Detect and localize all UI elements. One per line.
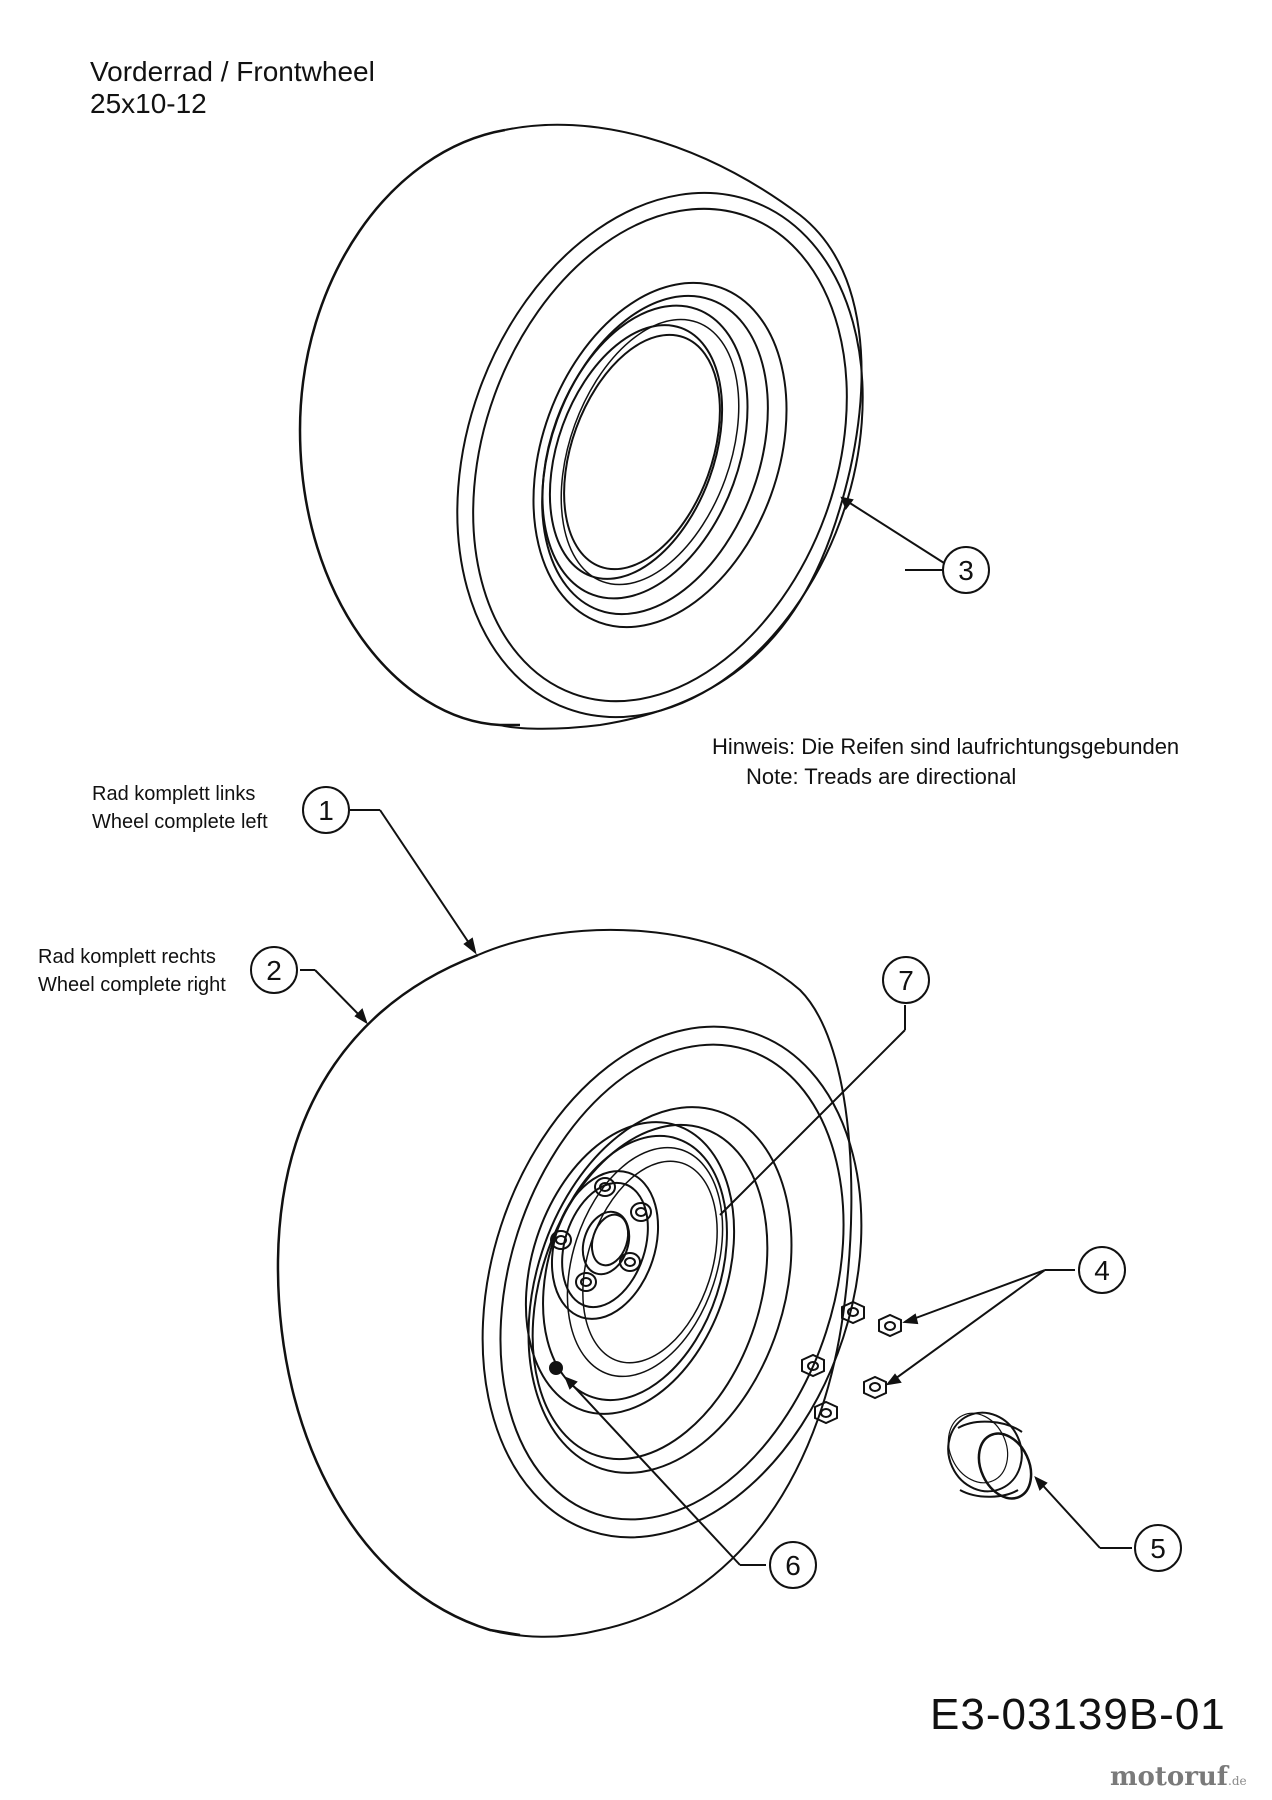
complete-wheel-tire bbox=[276, 928, 863, 1638]
callout-circle bbox=[769, 1541, 817, 1589]
callout-number: 4 bbox=[1094, 1255, 1110, 1286]
callout-number: 7 bbox=[898, 965, 914, 996]
lug-nut bbox=[878, 1313, 902, 1338]
leader-6 bbox=[564, 1376, 766, 1566]
callout-number: 5 bbox=[1150, 1533, 1166, 1564]
callout-circle bbox=[302, 786, 350, 834]
callout-3: 3 bbox=[942, 546, 990, 594]
direction-note: Hinweis: Die Reifen sind laufrichtungsge… bbox=[712, 732, 1179, 792]
title-line-1: Vorderrad / Frontwheel bbox=[90, 56, 375, 87]
callout-circle bbox=[1134, 1524, 1182, 1572]
wheel-hub bbox=[549, 1170, 660, 1375]
leader-1 bbox=[350, 809, 477, 955]
lug-nut bbox=[814, 1400, 838, 1425]
callout-number: 1 bbox=[318, 795, 334, 826]
label-right-en: Wheel complete right bbox=[38, 974, 226, 996]
callout-number: 2 bbox=[266, 955, 282, 986]
front-wheel-tire bbox=[298, 123, 864, 730]
callout-circle bbox=[942, 546, 990, 594]
callout-bubbles: 1 2 3 4 5 6 7 bbox=[250, 546, 1182, 1589]
callout-6: 6 bbox=[769, 1541, 817, 1589]
leader-7 bbox=[719, 1005, 906, 1216]
lug-nuts bbox=[801, 1300, 902, 1425]
diagram-title: Vorderrad / Frontwheel 25x10-12 bbox=[90, 56, 375, 120]
leader-2 bbox=[300, 969, 368, 1025]
callout-circle bbox=[250, 946, 298, 994]
label-wheel-left: Rad komplett links Wheel complete left bbox=[92, 780, 268, 836]
label-left-de: Rad komplett links bbox=[92, 783, 256, 805]
hub-cap bbox=[947, 1411, 1033, 1500]
lug-nut bbox=[801, 1353, 825, 1378]
callout-7: 7 bbox=[882, 956, 930, 1004]
note-line-1: Hinweis: Die Reifen sind laufrichtungsge… bbox=[712, 734, 1180, 759]
watermark-logo: motoruf.de bbox=[1110, 1762, 1247, 1792]
note-line-2: Note: Treads are directional bbox=[746, 764, 1017, 789]
lug-nut bbox=[863, 1375, 887, 1400]
leader-5 bbox=[1034, 1475, 1132, 1549]
callout-number: 6 bbox=[785, 1550, 801, 1581]
callout-1: 1 bbox=[302, 786, 350, 834]
label-right-de: Rad komplett rechts bbox=[38, 946, 216, 968]
label-left-en: Wheel complete left bbox=[92, 811, 268, 833]
callout-4: 4 bbox=[1078, 1246, 1126, 1294]
callout-circle bbox=[882, 956, 930, 1004]
title-line-2: 25x10-12 bbox=[90, 88, 207, 119]
label-wheel-right: Rad komplett rechts Wheel complete right bbox=[38, 943, 226, 999]
callout-5: 5 bbox=[1134, 1524, 1182, 1572]
callout-number: 3 bbox=[958, 555, 974, 586]
lug-nut bbox=[841, 1300, 865, 1325]
leader-4 bbox=[885, 1269, 1075, 1386]
callout-circle bbox=[1078, 1246, 1126, 1294]
leader-3 bbox=[840, 496, 956, 571]
callout-2: 2 bbox=[250, 946, 298, 994]
document-id: E3-03139B-01 bbox=[930, 1690, 1226, 1739]
